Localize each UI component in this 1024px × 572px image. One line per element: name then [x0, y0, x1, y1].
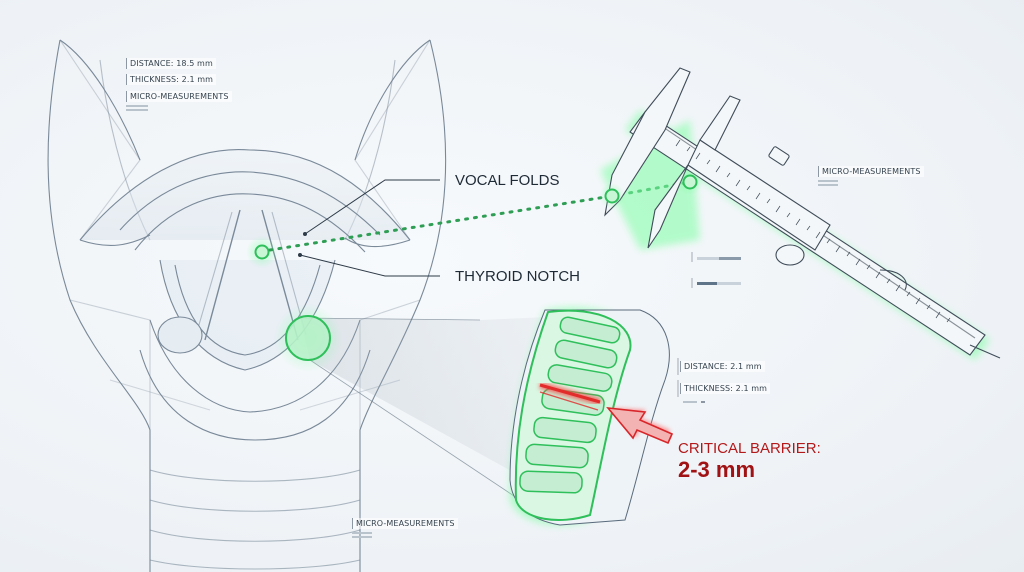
micro-measurements-heading: MICRO-MEASUREMENTS [126, 91, 232, 102]
measurement-dotted-line [268, 194, 614, 252]
placeholder-bars [126, 105, 232, 111]
vocal-folds-label: VOCAL FOLDS [455, 172, 560, 189]
critical-barrier-value: 2-3 mm [678, 457, 756, 482]
micro-measurements-heading: MICRO-MEASUREMENTS [352, 518, 458, 529]
thickness-readout: THICKNESS: 2.1 mm [680, 383, 771, 394]
thyroid-notch-label: THYROID NOTCH [455, 268, 580, 285]
top-left-measurements: DISTANCE: 18.5 mm [126, 58, 216, 69]
micro-measurements-tag-top: MICRO-MEASUREMENTS [126, 91, 232, 111]
callout-leaders [299, 179, 440, 277]
bottom-measurements-tag: MICRO-MEASUREMENTS [352, 518, 458, 538]
thickness-readout: THICKNESS: 2.1 mm [126, 74, 217, 85]
vocal-fold-marker [246, 236, 278, 268]
thyroid-cartilage [47, 39, 447, 572]
vernier-caliper-icon [599, 67, 1001, 360]
placeholder-bars [352, 532, 458, 538]
arrow-right-icon [606, 406, 674, 445]
caliper-readout-bars [691, 252, 741, 288]
micro-measurements-heading: MICRO-MEASUREMENTS [818, 166, 924, 177]
placeholder-bars [818, 180, 924, 186]
distance-readout: DISTANCE: 18.5 mm [126, 58, 216, 69]
detail-distance-tag: DISTANCE: 2.1 mm [680, 361, 765, 372]
distance-readout: DISTANCE: 2.1 mm [680, 361, 765, 372]
critical-barrier-label: CRITICAL BARRIER: [678, 440, 821, 457]
cross-section-detail [509, 307, 674, 526]
detail-readout-bars [677, 358, 705, 403]
detail-thickness-tag: THICKNESS: 2.1 mm [680, 383, 771, 394]
thyroid-notch-marker [274, 304, 342, 372]
thickness-readout-wrap: THICKNESS: 2.1 mm [126, 74, 217, 85]
caliper-measurements-tag: MICRO-MEASUREMENTS [818, 166, 924, 186]
critical-barrier-line [539, 383, 601, 404]
